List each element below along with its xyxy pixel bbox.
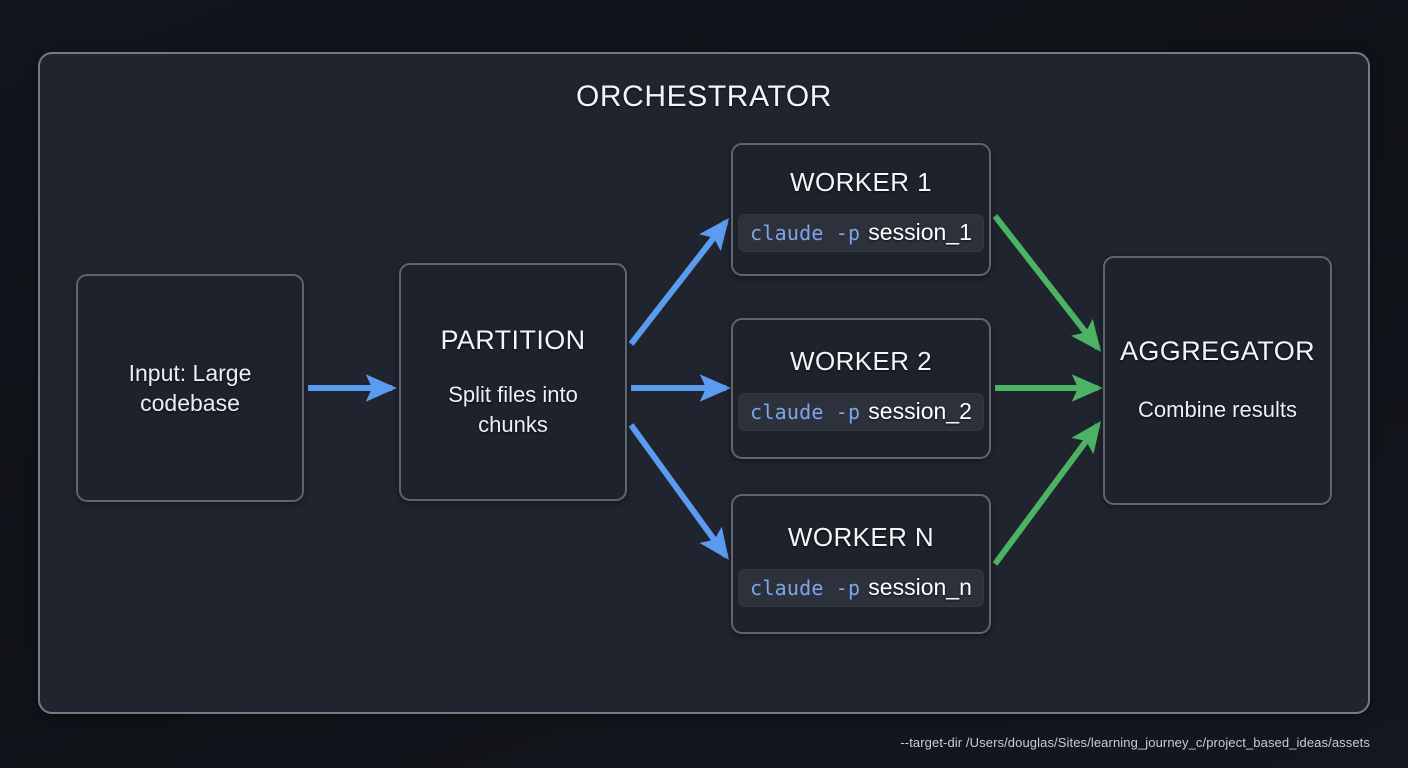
worker-2-session-argument: session_2 [868,398,972,424]
worker-n-command-text: claude -p [750,575,861,600]
node-input[interactable]: Input: Large codebase [76,274,304,502]
node-partition-title: PARTITION [440,325,586,356]
worker-2-command-chip[interactable]: claude -p session_2 [738,393,984,431]
node-worker-1-title: WORKER 1 [790,167,932,197]
worker-n-session-argument: session_n [868,573,972,600]
node-aggregator-title: AGGREGATOR [1119,336,1316,367]
node-partition-description: Split files into chunks [448,382,578,437]
node-partition[interactable]: PARTITION Split files into chunks [399,263,627,501]
worker-1-command-text: claude -p [750,221,861,245]
node-worker-n[interactable]: WORKER N claude -p session_n [731,494,991,634]
worker-1-session-argument: session_1 [868,219,972,245]
node-input-label: Input: Large codebase [128,359,252,416]
worker-1-command-chip[interactable]: claude -p session_1 [738,214,984,252]
node-aggregator[interactable]: AGGREGATOR Combine results [1103,256,1332,505]
node-worker-1[interactable]: WORKER 1 claude -p session_1 [731,143,991,276]
node-worker-2[interactable]: WORKER 2 claude -p session_2 [731,318,991,459]
node-aggregator-description: Combine results [1138,397,1297,423]
worker-2-command-text: claude -p [750,400,861,424]
orchestrator-title: ORCHESTRATOR [575,80,833,113]
node-worker-n-title: WORKER N [787,521,935,552]
worker-n-command-chip[interactable]: claude -p session_n [738,568,984,607]
footer-target-dir-path: --target-dir /Users/douglas/Sites/learni… [900,735,1370,750]
node-worker-2-title: WORKER 2 [790,346,932,376]
